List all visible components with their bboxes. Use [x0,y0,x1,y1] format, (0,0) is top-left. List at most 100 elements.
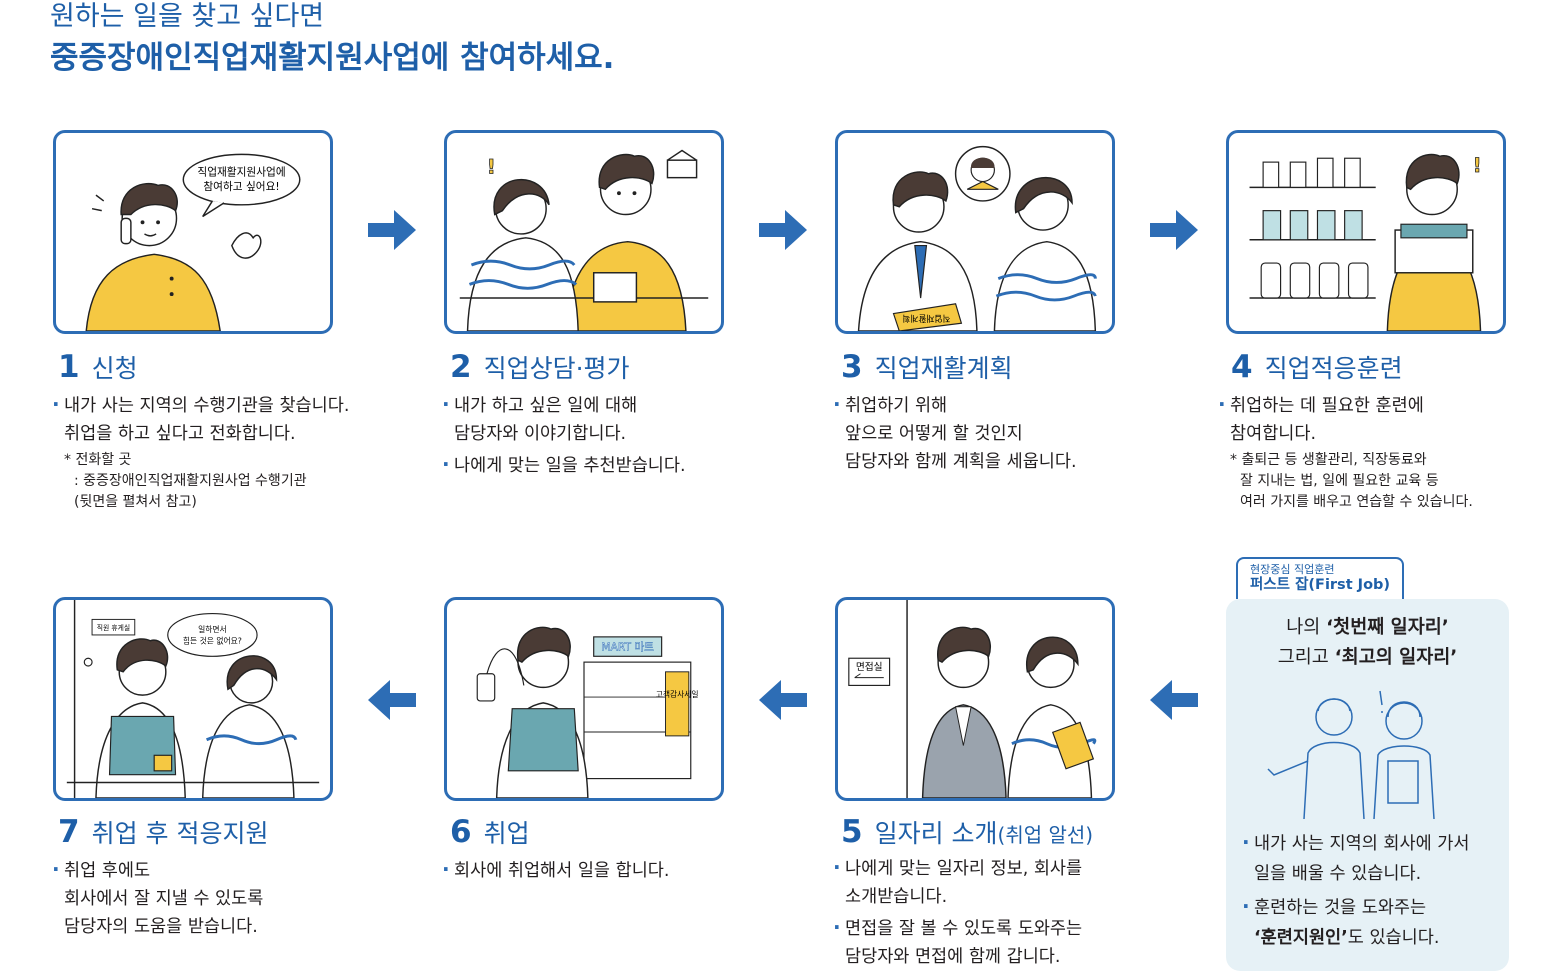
step-5-line-3: 면접을 잘 볼 수 있도록 도와주는 [833,913,1082,943]
step-5-illustration: 면접실 [835,597,1115,801]
arrow-right-icon [759,210,807,250]
step-5-desc: 나에게 맞는 일자리 정보, 회사를 소개받습니다. 면접을 잘 볼 수 있도록… [833,853,1082,971]
step-6-line-1: 회사에 취업해서 일을 합니다. [442,855,669,885]
step-4-line-1: 취업하는 데 필요한 훈련에 [1218,390,1473,420]
bubble7-line-1: 일하면서 [198,624,227,634]
step-7-line-1: 취업 후에도 [52,855,263,885]
first-job-heading-1b: ‘첫번째 일자리’ [1326,617,1449,638]
first-job-tag: 현장중심 직업훈련 퍼스트 잡(First Job) [1236,557,1404,599]
step-5-line-4: 담당자와 면접에 함께 갑니다. [845,947,1061,967]
step-7-illustration: 직원 휴게실 일하면서 힘든 것은 없어요? [53,597,333,801]
step-2-desc: 내가 하고 싶은 일에 대해 담당자와 이야기합니다. 나에게 맞는 일을 추천… [442,390,686,480]
step-3-line-3: 담당자와 함께 계획을 세웁니다. [845,452,1077,472]
step-4-line-2: 참여합니다. [1230,424,1317,444]
first-job-bullet-2-bold: ‘훈련지원인’ [1254,928,1348,948]
svg-text:!: ! [487,156,496,179]
first-job-bullet-2-tail: 도 있습니다. [1347,928,1440,948]
step-1-number: 1 [58,349,80,385]
plan-doc-label: 직업재활계획 [902,312,950,324]
step-1-desc: 내가 사는 지역의 수행기관을 찾습니다. 취업을 하고 싶다고 전화합니다. … [52,390,349,513]
sale-poster: 고객감사세일 [656,689,699,699]
step-3-illustration: 직업재활계획 [835,130,1115,334]
step-5-label: 일자리 소개 [874,819,998,848]
training-illustration: ! [1249,153,1482,331]
page-subtitle: 원하는 일을 찾고 싶다면 [50,1,325,32]
step-2-line-1: 내가 하고 싶은 일에 대해 [442,390,686,420]
step-6-desc: 회사에 취업해서 일을 합니다. [442,855,669,885]
first-job-bullet-2a: 훈련하는 것을 도와주는 [1242,891,1469,923]
bubble-line-1: 직업재활지원사업에 [197,166,285,179]
arrow-right-icon [368,210,416,250]
step-7-title: 7 취업 후 적응지원 [58,815,268,851]
step-1-note-2: : 중증장애인직업재활지원사업 수행기관 [74,473,307,489]
planning-illustration: 직업재활계획 [857,145,1097,331]
step-1-line-2: 취업을 하고 싶다고 전화합니다. [64,424,296,444]
bubble-line-2: 참여하고 싶어요! [203,180,279,193]
mart-sign: MART 마트 [601,640,654,653]
first-job-heading-2b: ‘최고의 일자리’ [1334,647,1458,668]
bubble7-line-2: 힘든 것은 없어요? [183,636,242,646]
step-2-line-3: 나에게 맞는 일을 추천받습니다. [442,450,686,480]
step-7-desc: 취업 후에도 회사에서 잘 지낼 수 있도록 담당자의 도움을 받습니다. [52,855,264,941]
trainer-and-worker-illustration [1267,690,1435,819]
first-job-heading-1a: 나의 [1286,617,1327,638]
adaptation-support-illustration: 직원 휴게실 일하면서 힘든 것은 없어요? [66,600,320,798]
step-5-title: 5 일자리 소개(취업 알선) [841,815,1093,852]
step-6-title: 6 취업 [450,815,530,851]
step-7-line-3: 담당자의 도움을 받습니다. [64,917,258,937]
first-job-heading-1: 나의 ‘첫번째 일자리’ [1226,613,1509,643]
step-2-number: 2 [450,349,472,385]
step-4-note-3: 여러 가지를 배우고 연습할 수 있습니다. [1240,494,1473,510]
step-4-note-1: * 출퇴근 등 생활관리, 직장동료와 [1230,452,1427,468]
interview-room-sign: 면접실 [856,661,883,673]
first-job-tag-small: 현장중심 직업훈련 [1250,563,1335,576]
employment-illustration: MART 마트 고객감사세일 [476,626,699,798]
first-job-bullet-1a: 내가 사는 지역의 회사에 가서 [1242,827,1469,859]
step-4-number: 4 [1231,349,1253,385]
first-job-heading-2a: 그리고 [1277,647,1335,668]
step-2-illustration: ! [444,130,724,334]
step-4-note-2: 잘 지내는 법, 일에 필요한 교육 등 [1240,473,1439,489]
step-2-label: 직업상담·평가 [483,354,630,383]
step-2-title: 2 직업상담·평가 [450,350,630,386]
step-5-line-1: 나에게 맞는 일자리 정보, 회사를 [833,853,1082,883]
step-3-line-2: 앞으로 어떻게 할 것인지 [845,424,1023,444]
step-6-label: 취업 [483,819,530,848]
step-1-title: 1 신청 [58,350,138,386]
step-4-illustration: ! [1226,130,1506,334]
step-6-illustration: MART 마트 고객감사세일 [444,597,724,801]
step-5-title-note: (취업 알선) [997,823,1094,847]
step-1-illustration: 직업재활지원사업에 참여하고 싶어요! [53,130,333,334]
step-3-line-1: 취업하기 위해 [833,390,1077,420]
step-1-label: 신청 [91,354,138,383]
first-job-bullet-1b: 일을 배울 수 있습니다. [1254,864,1422,884]
first-job-tag-title: 퍼스트 잡(First Job) [1250,577,1391,593]
page-title: 중증장애인직업재활지원사업에 참여하세요. [50,40,615,76]
first-job-heading-2: 그리고 ‘최고의 일자리’ [1226,643,1509,673]
step-7-label: 취업 후 적응지원 [91,819,269,848]
phone-call-illustration: 직업재활지원사업에 참여하고 싶어요! [85,153,301,331]
step-5-line-2: 소개받습니다. [845,887,948,907]
arrow-left-icon [1150,680,1198,720]
step-7-number: 7 [58,814,80,850]
arrow-right-icon [1150,210,1198,250]
arrow-left-icon [759,680,807,720]
step-7-line-2: 회사에서 잘 지낼 수 있도록 [64,889,264,909]
step-3-label: 직업재활계획 [874,354,1013,383]
counseling-illustration: ! [459,149,709,331]
step-3-title: 3 직업재활계획 [841,350,1013,386]
arrow-left-icon [368,680,416,720]
step-2-line-2: 담당자와 이야기합니다. [454,424,627,444]
first-job-panel: 나의 ‘첫번째 일자리’ 그리고 ‘최고의 일자리’ 내가 사는 지역의 회사에… [1226,599,1509,971]
step-6-number: 6 [450,814,472,850]
step-3-number: 3 [841,349,863,385]
step-4-desc: 취업하는 데 필요한 훈련에 참여합니다. * 출퇴근 등 생활관리, 직장동료… [1218,390,1473,513]
first-job-bullet-2b: ‘훈련지원인’도 있습니다. [1244,923,1469,953]
room-sign: 직원 휴게실 [97,623,130,632]
first-job-desc: 내가 사는 지역의 회사에 가서 일을 배울 수 있습니다. 훈련하는 것을 도… [1242,827,1469,953]
step-5-number: 5 [841,814,863,850]
step-1-note-3: (뒷면을 펼쳐서 참고) [74,494,197,510]
step-1-line-1: 내가 사는 지역의 수행기관을 찾습니다. [52,390,349,420]
job-introduction-illustration: 면접실 [848,600,1097,798]
